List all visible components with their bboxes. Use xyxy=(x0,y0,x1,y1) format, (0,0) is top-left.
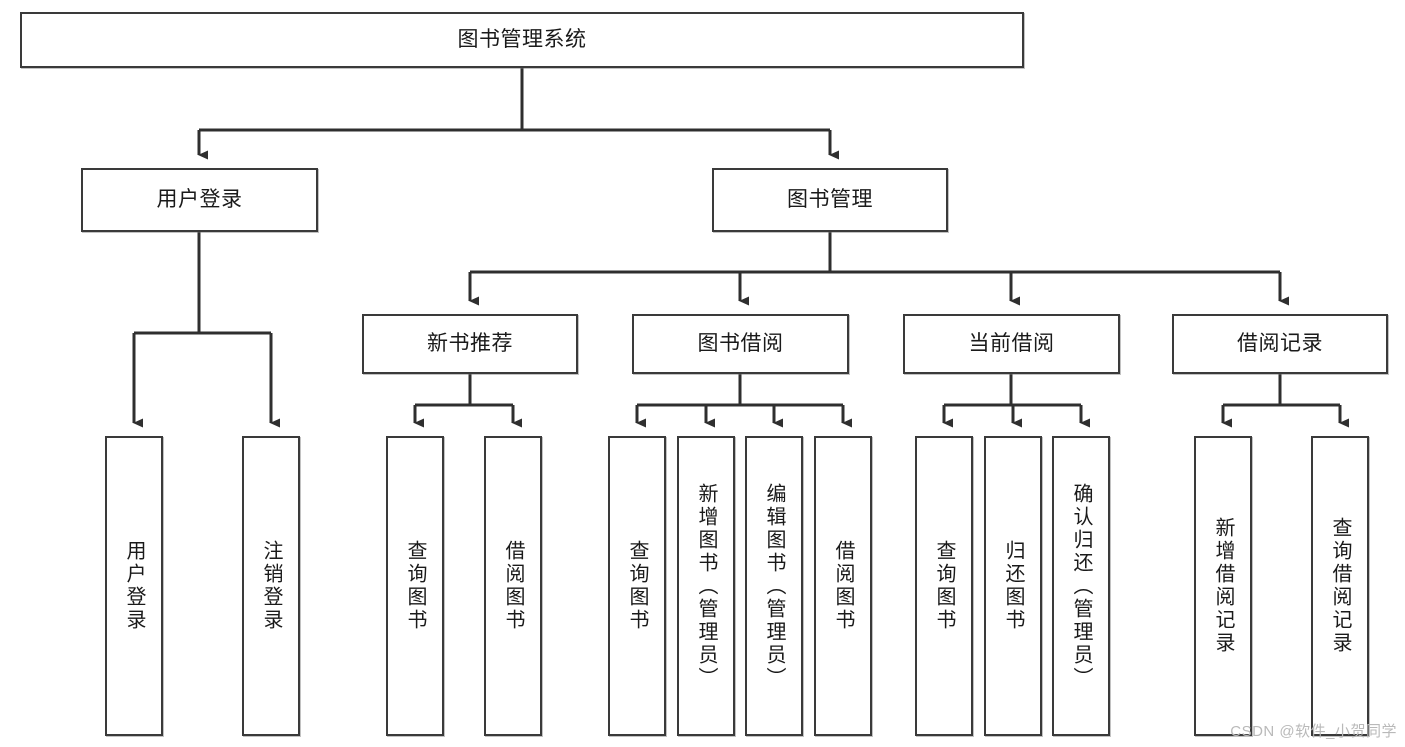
node-br-add-record[interactable]: 新增借阅记录 xyxy=(1194,436,1252,736)
node-user-login-do-label: 用户登录 xyxy=(123,540,145,632)
node-user-logout-label: 注销登录 xyxy=(260,540,282,632)
node-nbr-borrow-book[interactable]: 借阅图书 xyxy=(484,436,542,736)
connector-group-current-borrow xyxy=(942,374,1090,428)
node-bb-borrow-book[interactable]: 借阅图书 xyxy=(814,436,872,736)
node-br-add-record-label: 新增借阅记录 xyxy=(1212,517,1234,655)
node-cb-query-book[interactable]: 查询图书 xyxy=(915,436,973,736)
node-bb-add-book[interactable]: 新增图书（管理员） xyxy=(677,436,735,736)
node-user-logout[interactable]: 注销登录 xyxy=(242,436,300,736)
node-br-query-record[interactable]: 查询借阅记录 xyxy=(1311,436,1369,736)
node-cb-confirm-return[interactable]: 确认归还（管理员） xyxy=(1052,436,1110,736)
connector-group-user-login xyxy=(132,232,280,428)
node-bb-edit-book[interactable]: 编辑图书（管理员） xyxy=(745,436,803,736)
node-user-login-label: 用户登录 xyxy=(156,187,243,211)
node-bb-query-book-label: 查询图书 xyxy=(626,540,648,632)
node-bb-edit-book-label: 编辑图书（管理员） xyxy=(763,482,785,690)
node-cb-query-book-label: 查询图书 xyxy=(933,540,955,632)
node-new-book-recommend-label: 新书推荐 xyxy=(427,331,513,355)
node-user-login-do[interactable]: 用户登录 xyxy=(105,436,163,736)
node-root-label: 图书管理系统 xyxy=(457,27,587,51)
connector-group-book-borrow xyxy=(635,374,852,428)
node-bb-add-book-label: 新增图书（管理员） xyxy=(695,482,717,690)
node-cb-confirm-return-label: 确认归还（管理员） xyxy=(1070,482,1092,690)
connector-group-book-manage xyxy=(468,232,1289,306)
connector-group-new-book-recommend xyxy=(413,374,522,428)
node-root[interactable]: 图书管理系统 xyxy=(20,12,1024,68)
node-book-borrow-label: 图书借阅 xyxy=(697,331,784,355)
node-nbr-query-book[interactable]: 查询图书 xyxy=(386,436,444,736)
connector-group-borrow-record xyxy=(1221,374,1349,428)
node-cb-return-book-label: 归还图书 xyxy=(1002,540,1024,632)
node-user-login[interactable]: 用户登录 xyxy=(81,168,318,232)
node-bb-borrow-book-label: 借阅图书 xyxy=(832,540,854,632)
node-cb-return-book[interactable]: 归还图书 xyxy=(984,436,1042,736)
node-br-query-record-label: 查询借阅记录 xyxy=(1329,517,1351,655)
watermark: CSDN @软件_小贺同学 xyxy=(1230,723,1397,740)
node-book-borrow[interactable]: 图书借阅 xyxy=(632,314,849,374)
node-nbr-borrow-book-label: 借阅图书 xyxy=(502,540,524,632)
node-new-book-recommend[interactable]: 新书推荐 xyxy=(362,314,578,374)
node-current-borrow[interactable]: 当前借阅 xyxy=(903,314,1120,374)
connector-group-root xyxy=(197,68,839,160)
node-borrow-record[interactable]: 借阅记录 xyxy=(1172,314,1388,374)
node-book-manage-label: 图书管理 xyxy=(787,187,873,211)
node-current-borrow-label: 当前借阅 xyxy=(968,331,1055,355)
node-book-manage[interactable]: 图书管理 xyxy=(712,168,948,232)
node-borrow-record-label: 借阅记录 xyxy=(1237,331,1323,355)
node-bb-query-book[interactable]: 查询图书 xyxy=(608,436,666,736)
node-nbr-query-book-label: 查询图书 xyxy=(404,540,426,632)
